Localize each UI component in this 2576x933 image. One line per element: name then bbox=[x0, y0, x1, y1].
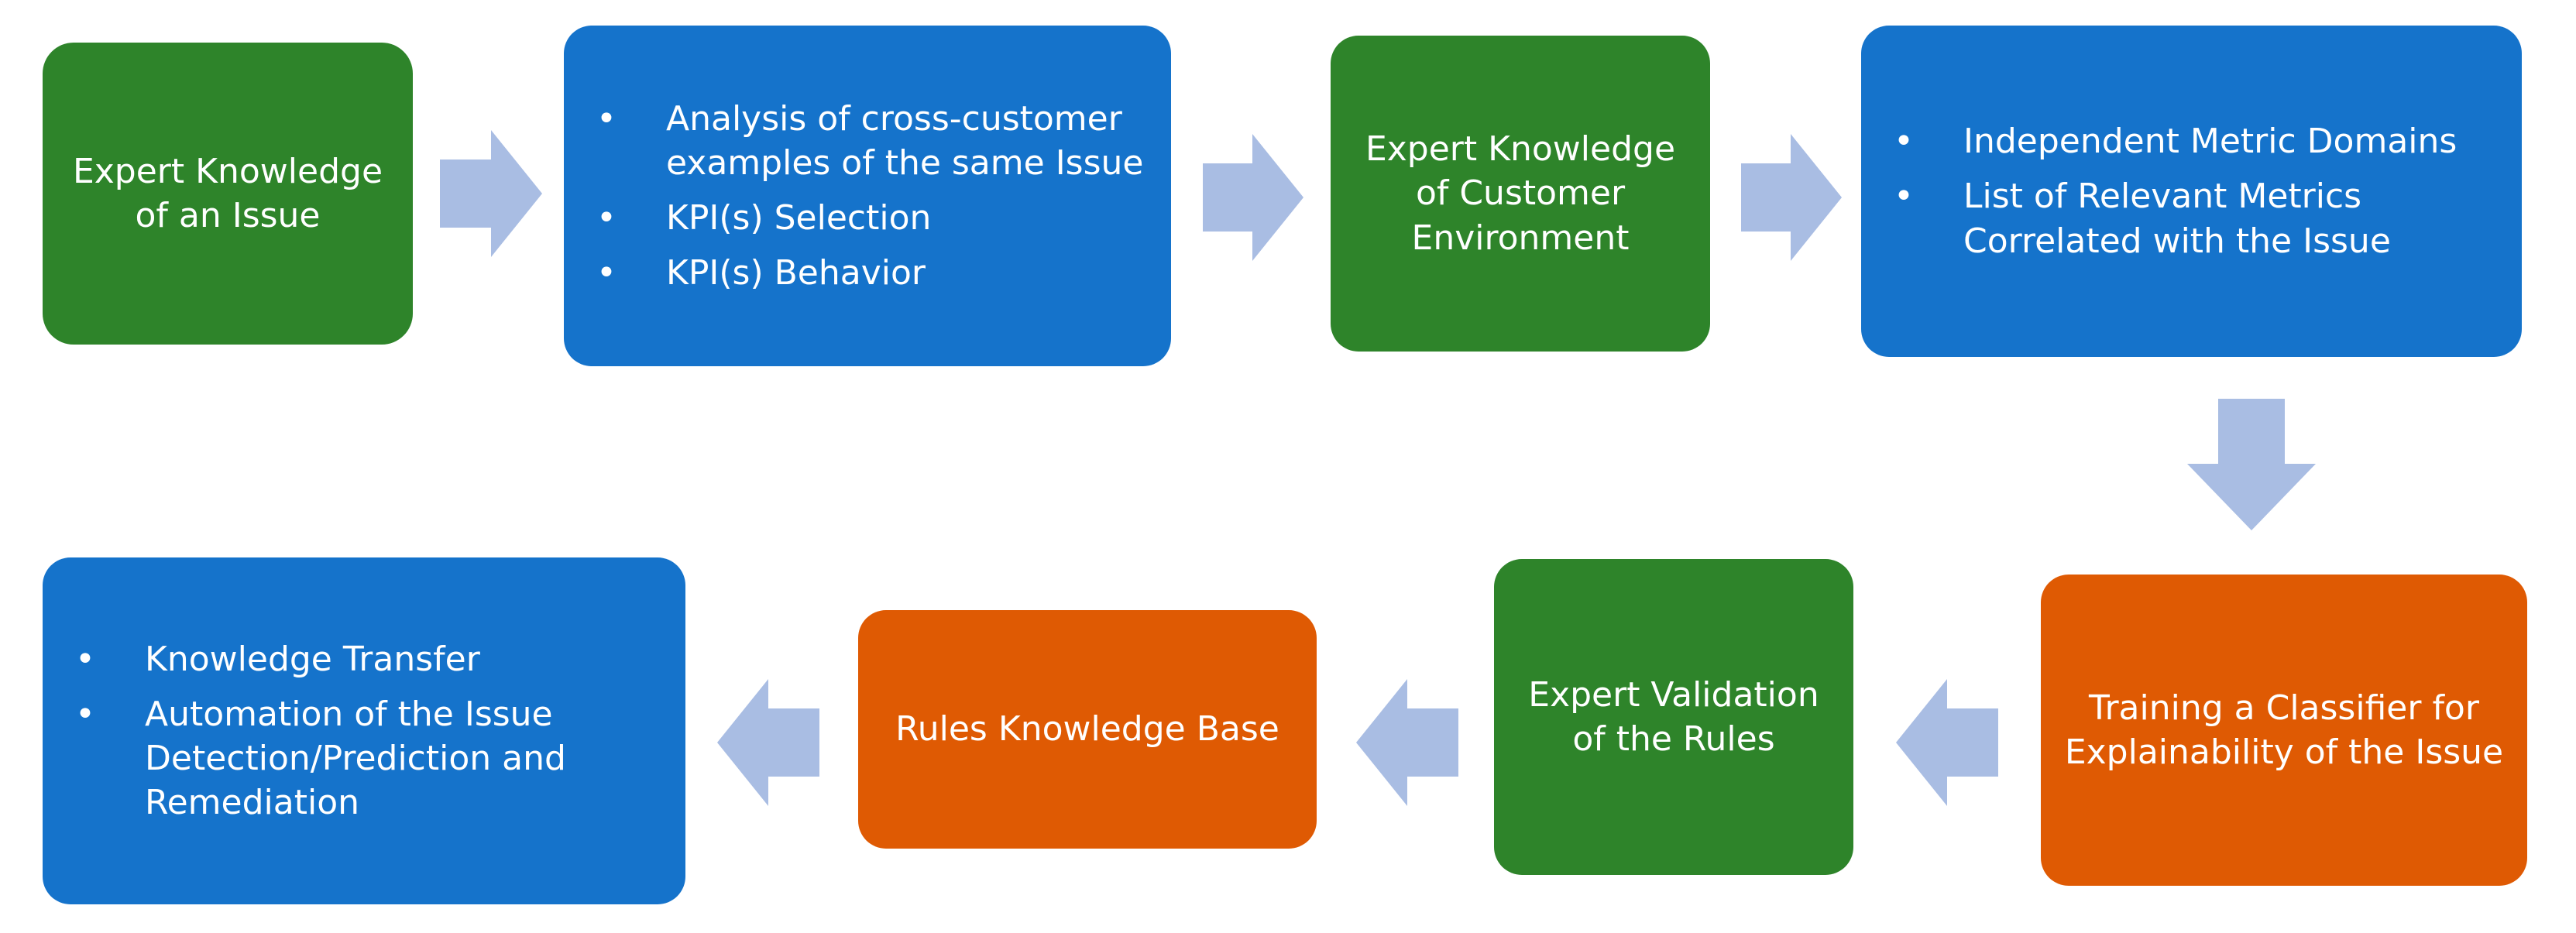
outcome-list: Knowledge Transfer Automation of the Iss… bbox=[43, 637, 685, 825]
outcome-box: Knowledge Transfer Automation of the Iss… bbox=[43, 557, 685, 904]
metrics-box: Independent Metric Domains List of Relev… bbox=[1861, 26, 2522, 357]
arrow-right-icon bbox=[440, 130, 542, 257]
metrics-list: Independent Metric Domains List of Relev… bbox=[1861, 119, 2522, 263]
analysis-box: Analysis of cross-customer examples of t… bbox=[564, 26, 1171, 366]
training-classifier-box: Training a Classifier for Explainability… bbox=[2041, 575, 2527, 886]
arrow-left-icon bbox=[717, 679, 819, 806]
arrow-left-icon bbox=[1356, 679, 1458, 806]
metrics-list-item: List of Relevant Metrics Correlated with… bbox=[1861, 174, 2522, 262]
arrow-right-icon bbox=[1203, 134, 1303, 261]
expert-knowledge-customer-label: Expert Knowledge of Customer Environment bbox=[1365, 129, 1676, 258]
analysis-list-item: Analysis of cross-customer examples of t… bbox=[564, 97, 1171, 185]
expert-knowledge-customer-box: Expert Knowledge of Customer Environment bbox=[1331, 36, 1710, 352]
analysis-list-item: KPI(s) Selection bbox=[564, 196, 1171, 240]
analysis-list: Analysis of cross-customer examples of t… bbox=[564, 97, 1171, 296]
arrow-right-icon bbox=[1741, 134, 1842, 261]
outcome-list-item: Automation of the Issue Detection/Predic… bbox=[43, 692, 685, 825]
metrics-list-item: Independent Metric Domains bbox=[1861, 119, 2522, 163]
expert-knowledge-issue-label: Expert Knowledge of an Issue bbox=[72, 151, 383, 235]
rules-knowledge-base-box: Rules Knowledge Base bbox=[858, 610, 1317, 849]
outcome-list-item: Knowledge Transfer bbox=[43, 637, 685, 681]
rules-knowledge-base-label: Rules Knowledge Base bbox=[895, 709, 1279, 749]
arrow-left-icon bbox=[1896, 679, 1998, 806]
expert-knowledge-issue-box: Expert Knowledge of an Issue bbox=[43, 43, 413, 345]
analysis-list-item: KPI(s) Behavior bbox=[564, 251, 1171, 295]
expert-validation-box: Expert Validation of the Rules bbox=[1494, 559, 1853, 875]
training-classifier-label: Training a Classifier for Explainability… bbox=[2064, 688, 2504, 772]
arrow-down-icon bbox=[2187, 399, 2316, 530]
expert-validation-label: Expert Validation of the Rules bbox=[1528, 674, 1819, 759]
